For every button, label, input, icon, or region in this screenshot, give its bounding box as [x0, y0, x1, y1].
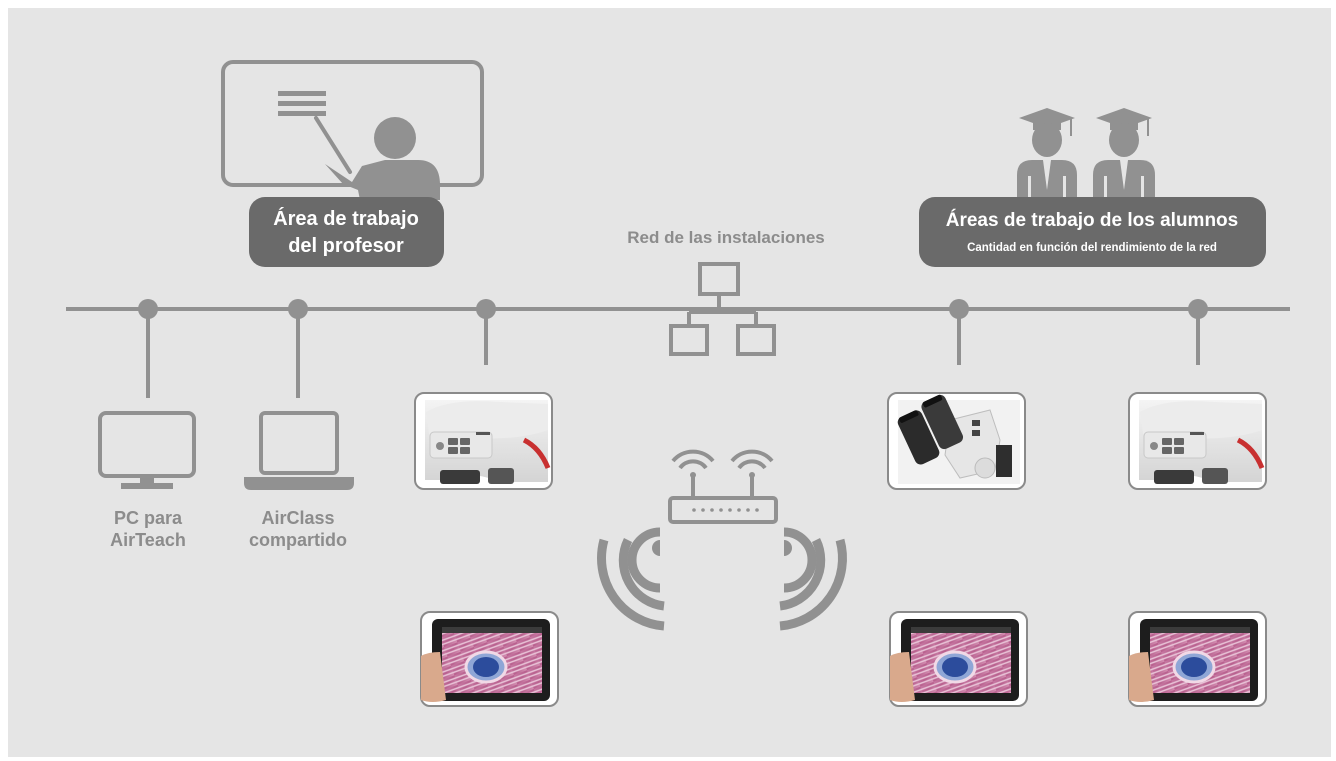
- whiteboard-text-lines-icon: [278, 91, 326, 116]
- tablet-image-1: [420, 611, 559, 707]
- pc-network-node: [138, 299, 158, 398]
- laptop-network-node: [288, 299, 308, 398]
- teacher-label-line2: del profesor: [288, 235, 404, 257]
- teacher-workstation: Área de trabajo del profesor: [221, 60, 484, 267]
- microscope-2-network-node: [949, 299, 969, 365]
- tablet-image-2: [889, 611, 1028, 707]
- teacher-label-box: [249, 197, 444, 267]
- laptop-label-line1: AirClass: [261, 508, 334, 528]
- laptop-icon: [244, 411, 354, 490]
- network-topology-icon: [669, 262, 776, 356]
- tablet-image-3: [1128, 611, 1267, 707]
- student-icon: [1093, 108, 1155, 200]
- microscope-image-2: [887, 392, 1026, 490]
- students-workstations: Áreas de trabajo de los alumnos Cantidad…: [919, 108, 1266, 267]
- pc-label-line1: PC para: [114, 508, 183, 528]
- student-icon: [1017, 108, 1077, 200]
- teacher-label-line1: Área de trabajo: [273, 207, 419, 230]
- wifi-router-icon: [668, 449, 778, 524]
- students-label-subtitle: Cantidad en función del rendimiento de l…: [967, 242, 1217, 254]
- students-label-box: [919, 197, 1266, 267]
- wireless-waves-right-icon: [779, 527, 847, 631]
- microscope-image-1: [414, 392, 553, 490]
- pc-label-line2: AirTeach: [110, 530, 186, 550]
- wifi-antenna-signal-icon: [730, 449, 774, 498]
- laptop-label-line2: compartido: [249, 530, 347, 550]
- pc-monitor-icon: [98, 411, 196, 489]
- teacher-person-icon: [325, 117, 440, 200]
- network-label: Red de las instalaciones: [627, 228, 824, 247]
- students-label-title: Áreas de trabajo de los alumnos: [946, 209, 1238, 231]
- pointer-stick-icon: [314, 116, 352, 174]
- microscope-3-network-node: [1188, 299, 1208, 365]
- microscope-image-3: [1128, 392, 1267, 490]
- wifi-antenna-signal-icon: [671, 449, 715, 498]
- microscope-1-network-node: [476, 299, 496, 365]
- wireless-waves-left-icon: [597, 527, 665, 631]
